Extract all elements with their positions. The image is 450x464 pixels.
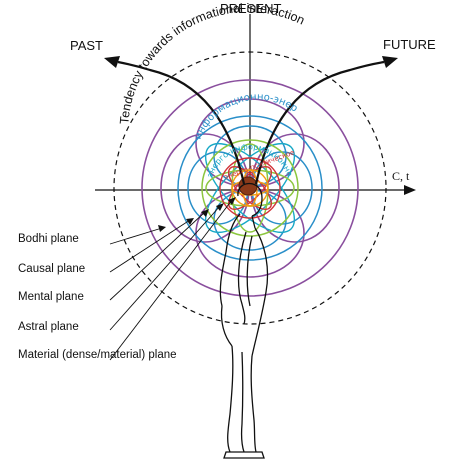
future-label: FUTURE — [383, 37, 436, 52]
plane-label-mental: Mental plane — [18, 291, 84, 303]
foot — [223, 451, 265, 459]
past-curve — [117, 60, 246, 185]
plane-label-material: Material (dense/material) plane — [18, 349, 177, 361]
dashed-outer-circle — [113, 51, 387, 325]
human-figure — [219, 182, 269, 459]
plane-label-bodhi: Bodhi plane — [18, 233, 79, 245]
back-line — [251, 227, 269, 357]
plane-label-astral: Astral plane — [18, 321, 79, 333]
future-curve — [254, 60, 385, 185]
timeline-curves — [117, 60, 385, 185]
red-circle — [219, 157, 281, 219]
blue-circle — [177, 115, 323, 261]
head-outline — [237, 182, 263, 217]
pointer-astral-head — [216, 203, 224, 211]
belly-line — [220, 305, 233, 347]
leg-inner — [240, 351, 245, 453]
pointer-mental — [109, 211, 206, 301]
pointer-bodhi — [109, 227, 163, 245]
past-label: PAST — [70, 38, 103, 53]
green-circle — [201, 139, 299, 237]
pointer-causal — [109, 219, 191, 273]
arm-outline — [237, 231, 247, 325]
purple-outer-circle — [141, 79, 359, 297]
pointer-causal-head — [186, 218, 194, 225]
pointer-mental-head — [201, 209, 209, 217]
pointer-astral — [109, 205, 221, 331]
pointer-lines — [109, 199, 233, 361]
horizontal-axis-arrowhead — [404, 185, 416, 195]
future-arrowhead — [382, 56, 398, 68]
arm-inner — [246, 235, 253, 307]
axis-label: C, t — [392, 169, 410, 183]
pointer-bodhi-head — [158, 225, 166, 232]
present-label: PRESENT — [220, 1, 281, 16]
pointer-material-head — [228, 197, 236, 205]
pointer-material — [109, 199, 233, 361]
pointer-arrowheads — [158, 197, 236, 232]
leg-front — [227, 345, 234, 453]
neck-back — [251, 215, 256, 229]
past-arrowhead — [104, 56, 120, 68]
plane-label-causal: Causal plane — [18, 263, 85, 275]
leg-back — [250, 355, 257, 453]
front-line — [219, 213, 241, 307]
